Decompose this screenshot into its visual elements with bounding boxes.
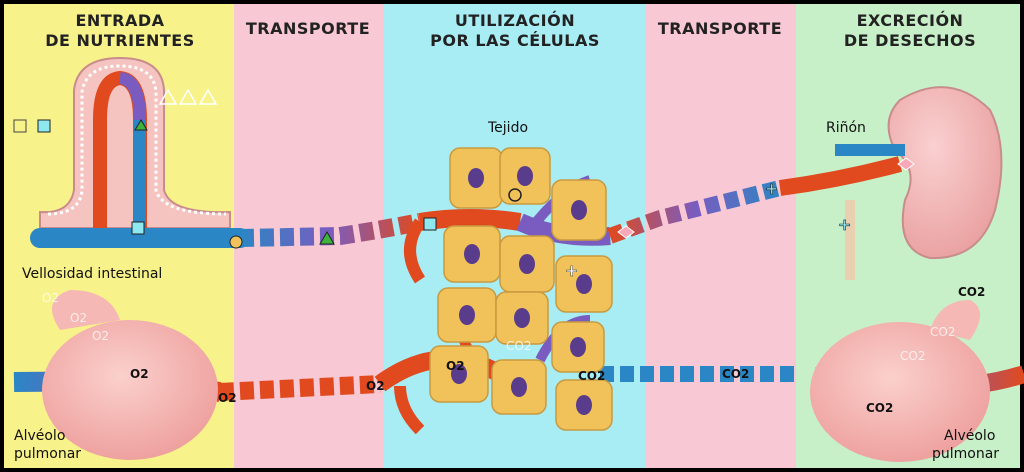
cell-nucleus <box>517 166 533 186</box>
intestinal-villus <box>39 56 231 237</box>
tissue-cells <box>429 147 613 431</box>
square-marker-hollow <box>13 119 27 133</box>
cell-nucleus <box>570 337 586 357</box>
title-transport-1: TRANSPORTE <box>246 19 370 38</box>
label-alveolus-left-2: pulmonar <box>14 446 81 462</box>
circle-marker-tissue <box>508 188 522 202</box>
cell-nucleus <box>511 377 527 397</box>
title-transport-2: TRANSPORTE <box>658 19 782 38</box>
cell-nucleus <box>514 308 530 328</box>
square-marker-filled <box>37 119 51 133</box>
cell-nucleus <box>576 274 592 294</box>
alveolus-right <box>810 300 990 462</box>
title-cells-2: POR LAS CÉLULAS <box>430 31 600 50</box>
gas-co2-tissue-faint: CO2 <box>506 339 531 353</box>
plus-marker-kidney: + <box>838 215 851 234</box>
gas-o2-tissue: O2 <box>446 359 465 373</box>
substance-markers: + + + <box>13 88 915 280</box>
square-marker-tissue <box>423 217 437 231</box>
diagram-labels: Vellosidad intestinal Tejido Riñón Alvéo… <box>14 120 999 462</box>
title-nutrients-2: DE NUTRIENTES <box>45 31 195 50</box>
kidney <box>835 86 1003 280</box>
plus-marker-tissue: + <box>565 261 578 280</box>
gas-o2-vessel: O2 <box>366 379 385 393</box>
label-alveolus-right-2: pulmonar <box>932 446 999 462</box>
gas-o2-transport: O2 <box>218 391 237 405</box>
cell-nucleus <box>519 254 535 274</box>
column-bg-transport-2 <box>646 4 796 468</box>
gas-co2-label: CO2 <box>958 285 985 299</box>
label-tissue: Tejido <box>487 120 528 136</box>
label-alveolus-left-1: Alvéolo <box>14 428 65 444</box>
triangle-marker <box>134 119 148 131</box>
diamond-marker <box>617 225 635 239</box>
gas-co2-alveolus: CO2 <box>866 401 893 415</box>
gas-co2-faint-2: CO2 <box>930 325 955 339</box>
cell-nucleus <box>451 364 467 384</box>
gas-o2-faint-3: O2 <box>92 329 109 343</box>
cell-nucleus <box>459 305 475 325</box>
title-nutrients-1: ENTRADA <box>75 11 164 30</box>
label-villus: Vellosidad intestinal <box>22 266 162 282</box>
title-cells-1: UTILIZACIÓN <box>455 11 575 30</box>
gas-labels: O2 O2 O2 O2 O2 O2 O2 CO2 CO2 CO2 CO2 CO2… <box>42 285 985 415</box>
diamond-marker-kidney <box>897 157 915 171</box>
triangle-outline-1 <box>158 88 178 105</box>
label-alveolus-right-1: Alvéolo <box>944 428 995 444</box>
triangle-outline-2 <box>178 88 198 105</box>
gas-co2-faint-1: CO2 <box>900 349 925 363</box>
cell-nucleus <box>464 244 480 264</box>
cell-nucleus <box>571 200 587 220</box>
label-kidney: Riñón <box>826 120 866 136</box>
triangle-outline-3 <box>198 88 218 105</box>
cell-nucleus <box>576 395 592 415</box>
gas-co2-tissue: CO2 <box>578 369 605 383</box>
triangle-marker-transport <box>319 231 335 245</box>
gas-co2-transport: CO2 <box>722 367 749 381</box>
gas-o2-faint-2: O2 <box>70 311 87 325</box>
gas-o2-faint-1: O2 <box>42 291 59 305</box>
title-excretion-1: EXCRECIÓN <box>857 11 964 30</box>
cell-nucleus <box>468 168 484 188</box>
plus-marker-transport: + <box>765 179 778 198</box>
square-marker-villus <box>131 221 145 235</box>
gas-o2-alveolus: O2 <box>130 367 149 381</box>
circle-marker-nutrient <box>229 235 243 249</box>
alveolus-left <box>42 290 218 460</box>
title-excretion-2: DE DESECHOS <box>844 31 976 50</box>
column-titles: ENTRADA DE NUTRIENTES TRANSPORTE UTILIZA… <box>45 11 976 50</box>
